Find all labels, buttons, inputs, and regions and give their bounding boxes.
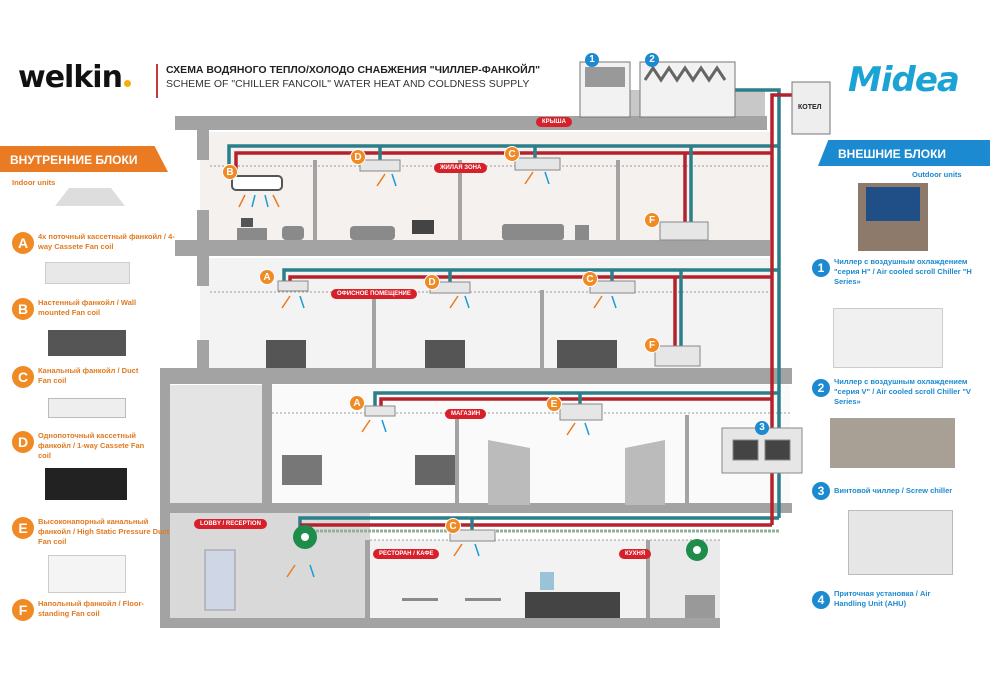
fan-coil-units xyxy=(231,157,803,542)
ventilation-fan-icons xyxy=(293,525,708,561)
chiller-number-badge: 2 xyxy=(645,53,659,67)
cassette-4way-image xyxy=(55,188,125,206)
unit-badge: C xyxy=(504,146,520,162)
floor-unit-image xyxy=(48,555,126,593)
room-label-office: ОФИСНОЕ ПОМЕЩЕНИЕ xyxy=(331,289,417,299)
unit-badge: D xyxy=(424,274,440,290)
room-label-kitchen: КУХНЯ xyxy=(619,549,652,559)
unit-badge: F xyxy=(644,337,660,353)
page-title: СХЕМА ВОДЯНОГО ТЕПЛО/ХОЛОДО СНАБЖЕНИЯ "Ч… xyxy=(156,64,540,98)
welkin-logo: welkin xyxy=(18,60,131,95)
duct-unit-image xyxy=(48,330,126,356)
furniture xyxy=(204,218,715,618)
title-en: SCHEME OF "CHILLER FANCOIL" WATER HEAT A… xyxy=(166,78,530,90)
title-ru: СХЕМА ВОДЯНОГО ТЕПЛО/ХОЛОДО СНАБЖЕНИЯ "Ч… xyxy=(166,64,541,76)
room-label-lobby: LOBBY / RECEPTION xyxy=(194,519,267,529)
outdoor-chillers xyxy=(579,61,831,135)
unit-badge: A xyxy=(259,269,275,285)
screw-chiller-image xyxy=(830,418,955,468)
unit-badge: C xyxy=(582,271,598,287)
chiller-h-series-image xyxy=(858,183,928,251)
chiller-number-badge: 3 xyxy=(755,421,769,435)
cassette-1way-image xyxy=(48,398,126,418)
chiller-v-series-image xyxy=(833,308,943,368)
outdoor-units-subtitle: Outdoor units xyxy=(912,170,962,179)
indoor-units-subtitle: Indoor units xyxy=(12,178,56,187)
ahu-image xyxy=(848,510,953,575)
unit-badge: C xyxy=(445,518,461,534)
airflow-arrows xyxy=(238,171,617,578)
unit-badge: D xyxy=(350,149,366,165)
room-label-restaurant: РЕСТОРАН / КАФЕ xyxy=(373,549,440,559)
indoor-units-banner: ВНУТРЕННИЕ БЛОКИ xyxy=(0,146,168,172)
unit-badge: E xyxy=(546,396,562,412)
boiler-label: КОТЕЛ xyxy=(798,104,822,111)
hsp-duct-unit-image xyxy=(45,468,127,500)
chiller-number-badge: 1 xyxy=(585,53,599,67)
unit-badge: B xyxy=(222,164,238,180)
midea-logo: Midea xyxy=(848,60,960,100)
room-label-roof: КРЫША xyxy=(536,117,572,127)
unit-badge: A xyxy=(349,395,365,411)
room-label-shop: МАГАЗИН xyxy=(445,409,487,419)
room-label-residential: ЖИЛАЯ ЗОНА xyxy=(434,163,488,173)
unit-badge: F xyxy=(644,212,660,228)
outdoor-units-banner: ВНЕШНИЕ БЛОКИ xyxy=(818,140,990,166)
wall-unit-image xyxy=(45,262,130,284)
water-pipes xyxy=(227,88,792,530)
